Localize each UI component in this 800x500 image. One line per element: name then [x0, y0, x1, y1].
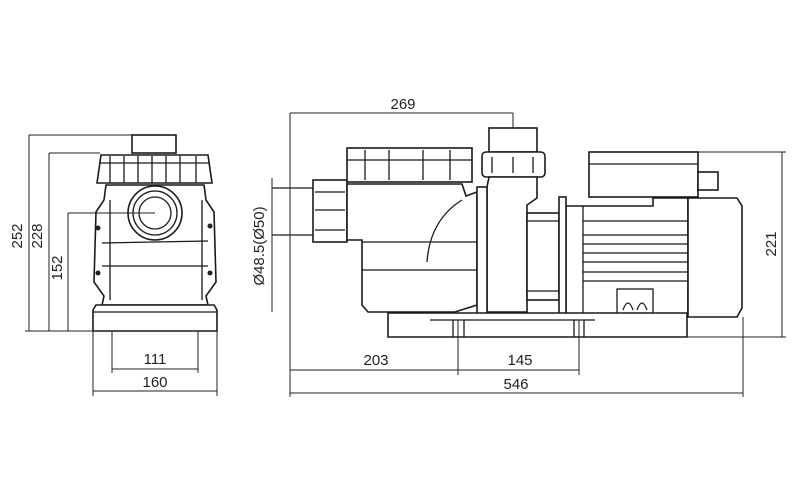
dim-lid-height: 228	[29, 223, 46, 248]
front-view-pump	[92, 134, 218, 332]
front-base	[92, 304, 218, 332]
side-outlet-pipe	[488, 127, 538, 153]
dim-inlet-diameter: Ø48.5(Ø50)	[251, 206, 268, 285]
side-motor-body	[565, 197, 689, 316]
dim-motor-height: 221	[763, 231, 780, 256]
side-cable-gland	[697, 171, 719, 191]
side-fan-cover	[687, 197, 743, 318]
side-view-dimensions: 269 Ø48.5(Ø50) 221 203 145 546	[251, 96, 786, 397]
side-motor-flange	[558, 196, 567, 316]
front-outlet-pipe	[131, 134, 177, 154]
side-inlet-union	[312, 179, 348, 243]
side-base	[387, 312, 688, 338]
dim-inlet-center-height: 152	[49, 255, 66, 280]
side-adapter	[526, 212, 560, 301]
dim-foot-spacing: 145	[507, 352, 532, 369]
side-view-pump	[272, 127, 743, 338]
side-volute-flange	[476, 186, 488, 316]
dim-outlet-position: 269	[390, 96, 415, 113]
side-strainer-lid	[346, 147, 473, 183]
side-terminal-box	[588, 151, 699, 198]
dim-foot-position: 203	[363, 352, 388, 369]
dim-overall-length: 546	[503, 376, 528, 393]
front-view-dimensions: 252 228 152 111 160	[9, 134, 218, 396]
dim-base-width: 160	[142, 374, 167, 391]
dim-overall-height: 252	[9, 223, 26, 248]
front-lid	[96, 154, 213, 184]
dim-base-inner-width: 111	[144, 351, 167, 368]
